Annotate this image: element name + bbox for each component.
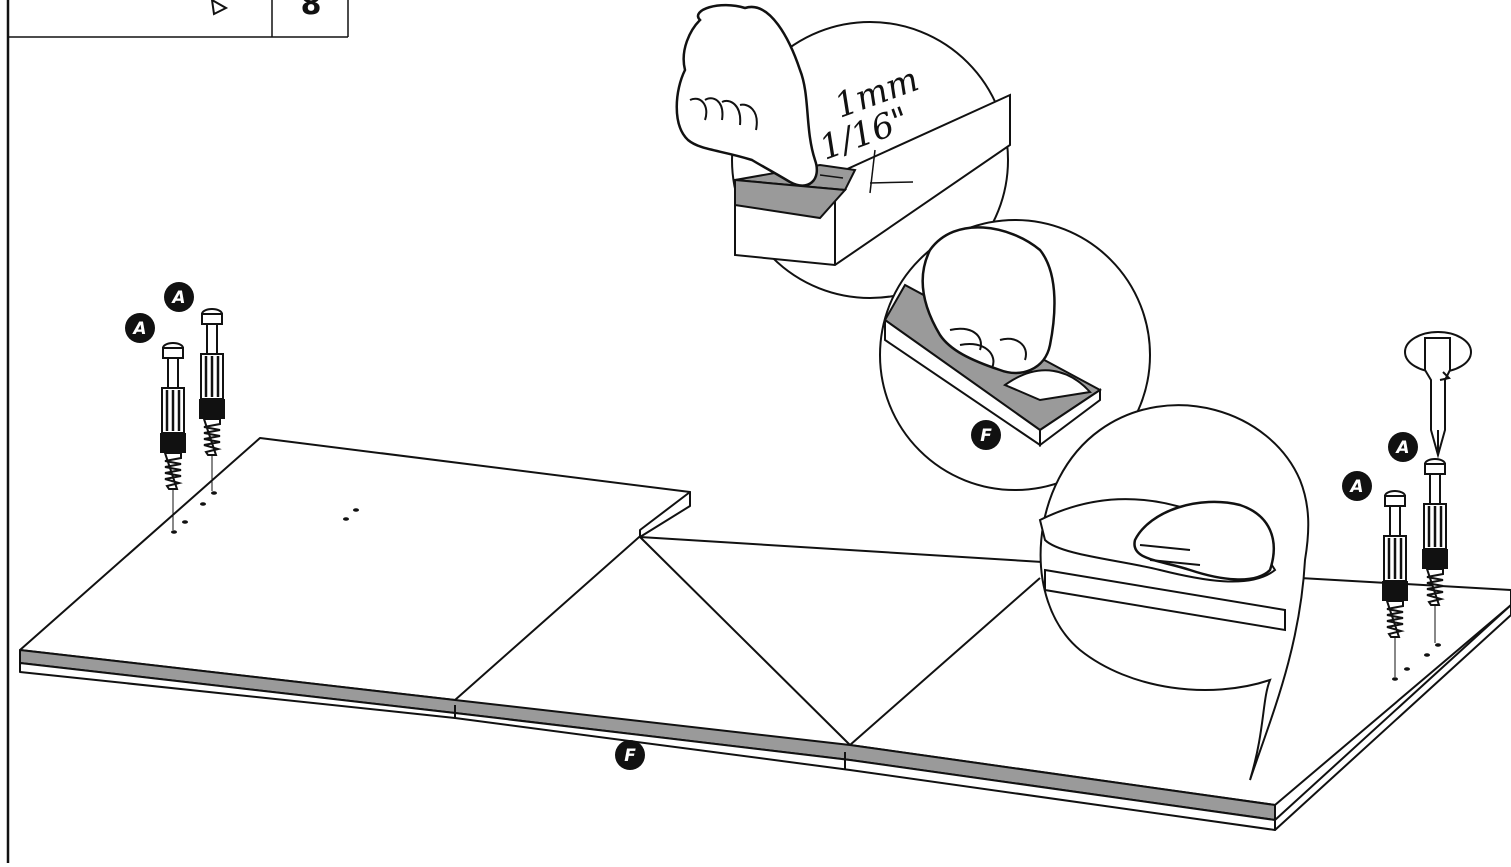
step-number: 8: [301, 0, 322, 22]
svg-text:A: A: [131, 319, 146, 339]
svg-text:A: A: [170, 288, 185, 308]
label-A-left-1: A: [125, 313, 155, 343]
hand-icon: [677, 5, 817, 186]
svg-text:A: A: [1348, 477, 1363, 497]
screwdriver-icon: [1405, 332, 1471, 455]
svg-text:F: F: [624, 746, 636, 766]
label-A-left-2: A: [164, 282, 194, 312]
header-icon: [212, 0, 226, 14]
label-A-right-2: A: [1388, 432, 1418, 462]
svg-text:A: A: [1394, 438, 1409, 458]
cam-bolt-left-2: [199, 309, 225, 491]
label-F-edge: F: [615, 740, 645, 770]
label-A-right-1: A: [1342, 471, 1372, 501]
cam-bolt-left-1: [160, 343, 186, 530]
svg-text:F: F: [980, 426, 992, 446]
